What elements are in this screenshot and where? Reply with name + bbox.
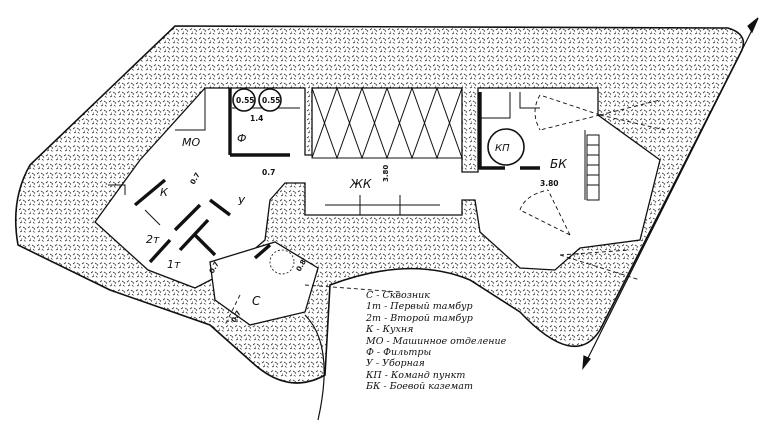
legend-item: Ф - Фильтры [366,347,432,359]
dim-0-7-a: 0.7 [262,168,275,177]
room-label-s: С [252,294,261,308]
legend-item: С - Сквозник [366,290,430,301]
filter-circle-a [232,88,256,112]
kp-periscope-circle [487,128,525,166]
zhk-vault [311,86,463,215]
dim-filter-a: 0.55 [236,96,255,105]
legend-item: КП - Команд пункт [366,369,466,381]
legend-item: БК - Боевой каземат [366,381,473,393]
dim-filter-b: 0.55 [262,96,281,105]
firing-sectors [224,94,666,326]
legend-item: У - Уборная [366,358,425,370]
legend-item: 2т - Второй тамбур [366,312,473,324]
filter-units [232,88,282,112]
room-label-k: К [160,186,169,199]
dim-1-4: 1.4 [250,114,263,123]
room-label-t2: 2т [146,233,160,246]
walls [133,88,540,264]
room-label-kp: КП [495,143,510,154]
room-label-zhk: ЖК [349,177,372,191]
room-label-t1: 1т [167,258,181,271]
room-label-u: У [238,195,246,208]
room-label-bk: БК [550,157,567,171]
room-label-f: Ф [237,132,246,145]
room-label-mo: МО [182,136,200,149]
filter-circle-b [258,88,282,112]
stairs [586,134,600,201]
legend: С - Сквозник 1т - Первый тамбур 2т - Вто… [366,290,556,393]
dim-3-80-bk: 3.80 [540,179,559,188]
legend-item: МО - Машинное отделение [366,335,507,347]
legend-item: К - Кухня [366,324,414,336]
legend-item: 1т - Первый тамбур [366,301,473,313]
dim-3-80-zhk: 3.80 [382,165,390,182]
hatch-circle [269,249,295,275]
section-arrows [304,17,759,421]
